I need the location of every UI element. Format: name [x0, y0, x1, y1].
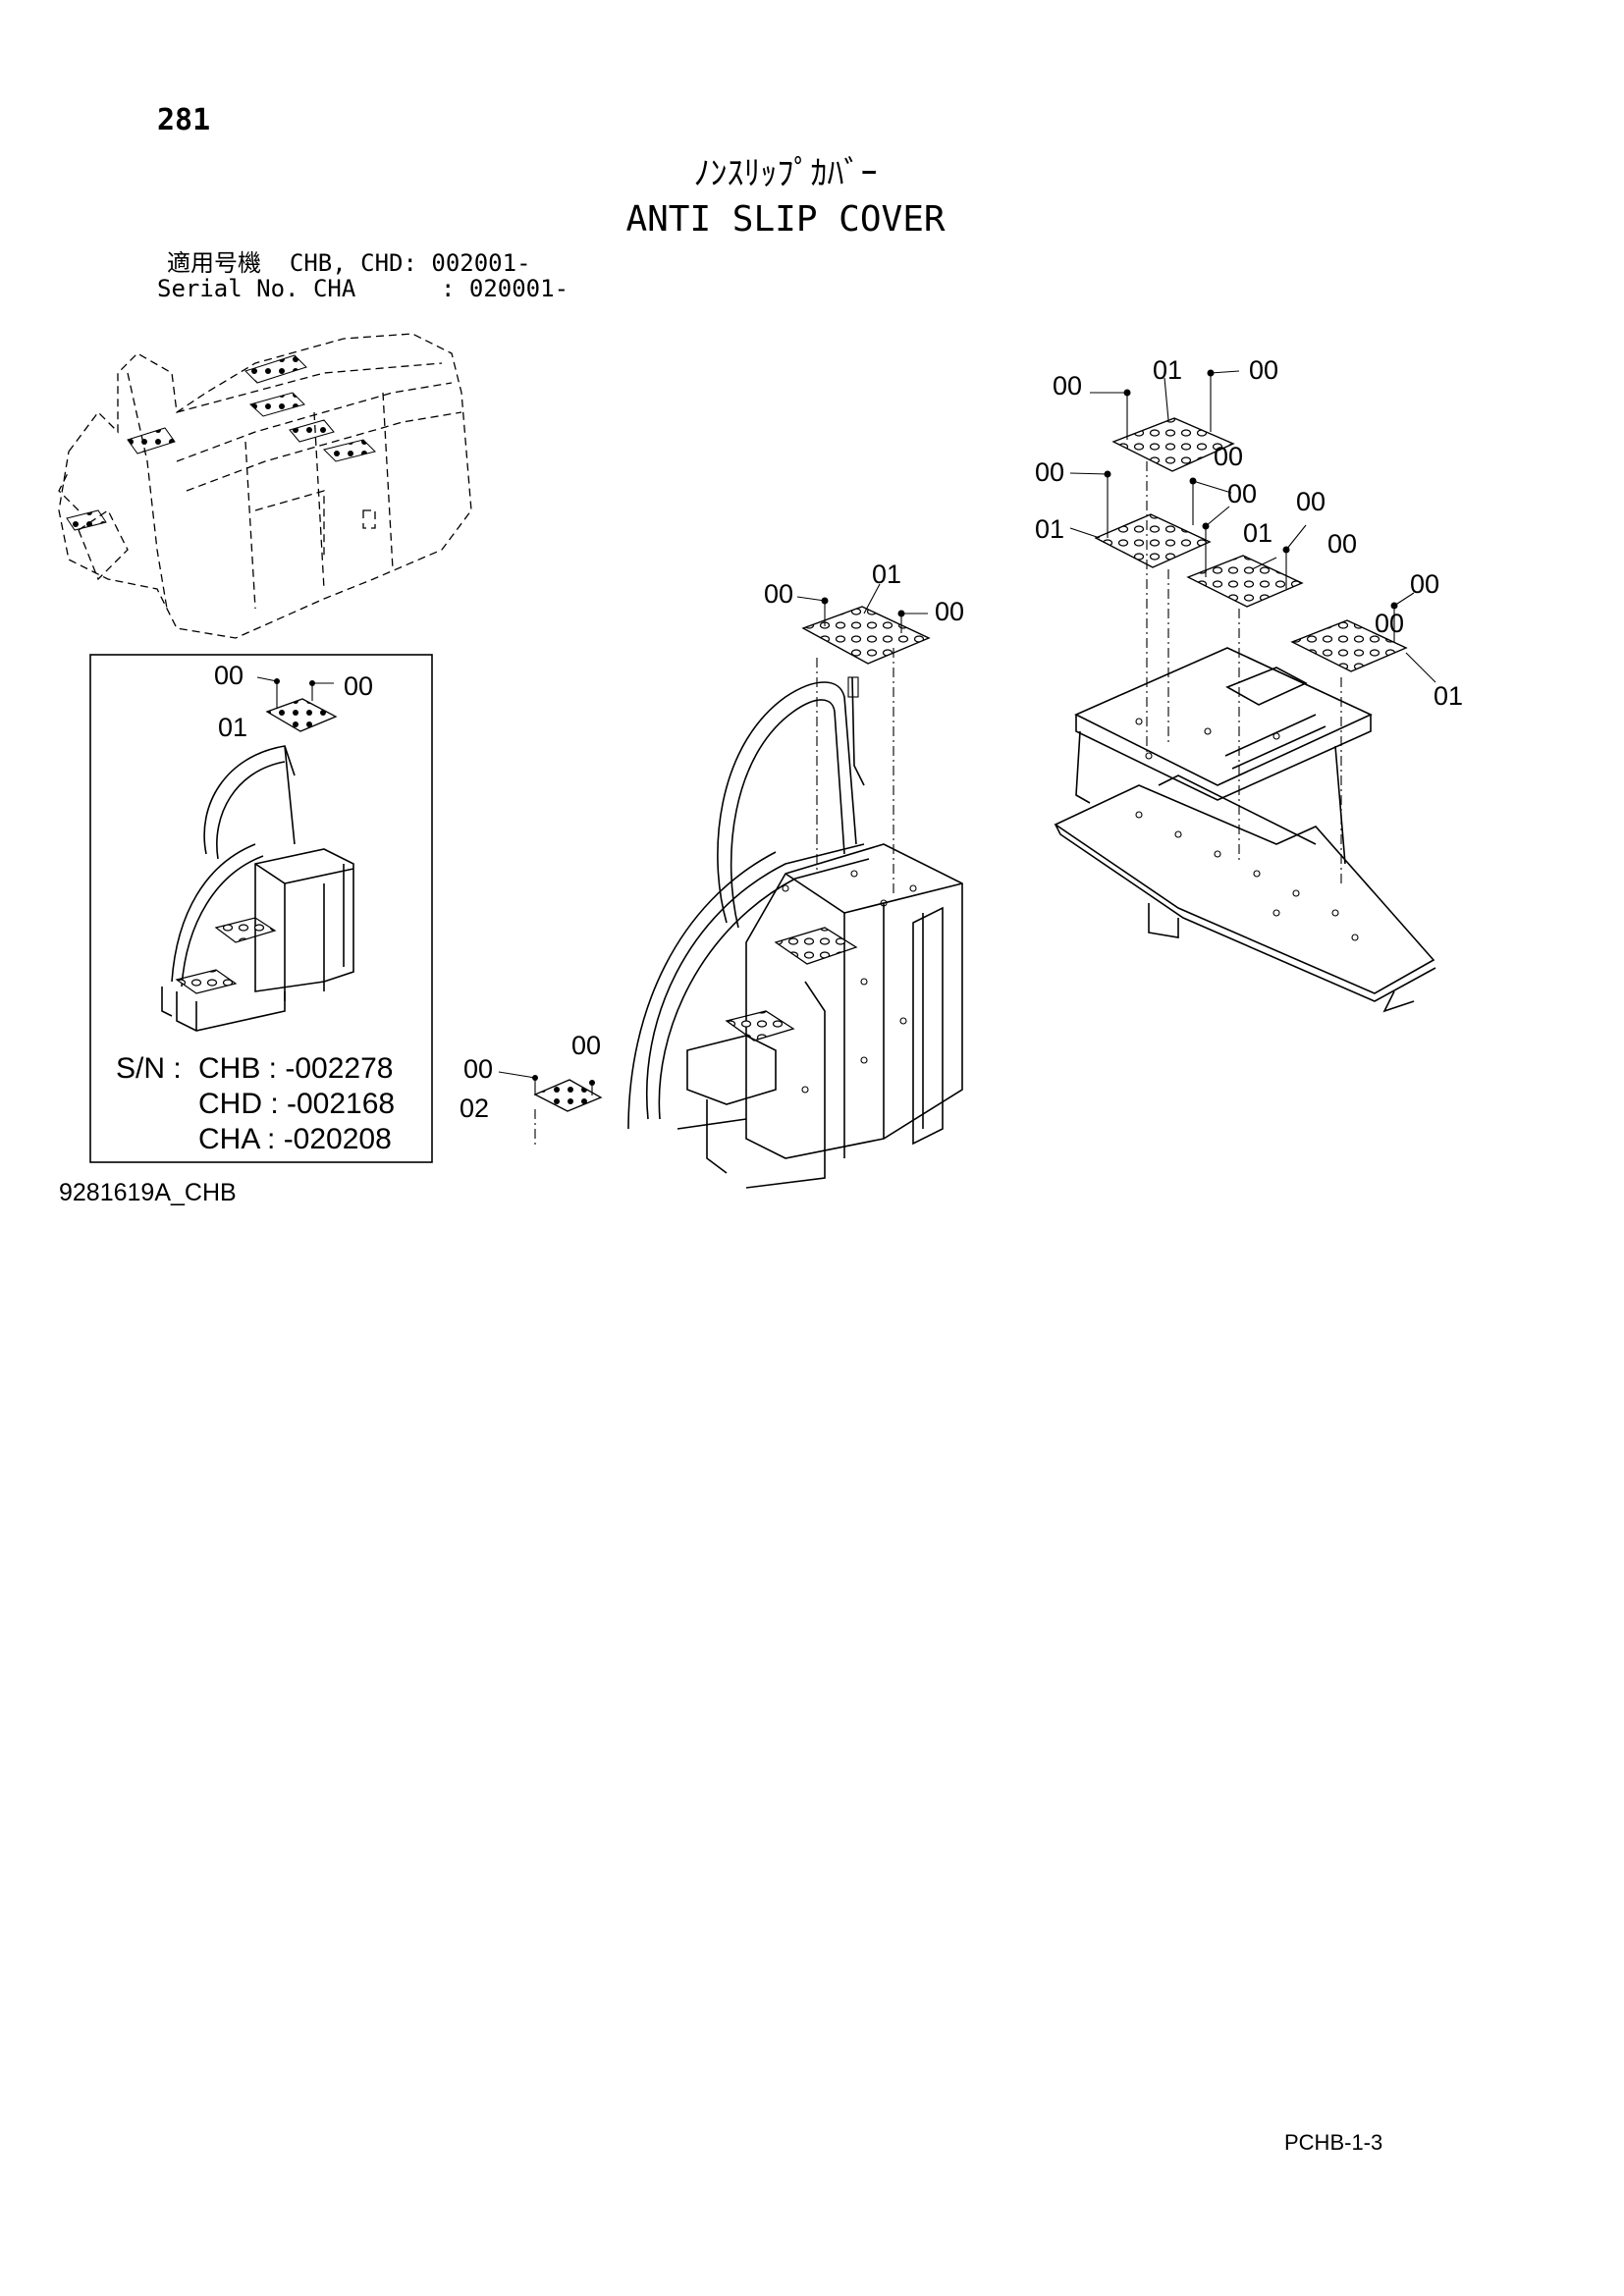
inset-sn-label: S/N :	[116, 1052, 182, 1085]
inset-sn-row-cha: CHA : -020208	[198, 1123, 392, 1155]
page-number: 281	[157, 103, 211, 137]
inset-sn-row-chd: CHD : -002168	[198, 1088, 396, 1120]
callout-middle-3: 00	[935, 597, 964, 626]
callout-right-5: 00	[1214, 442, 1243, 471]
callout-right-3: 00	[1249, 355, 1278, 385]
callout-middle-1: 00	[764, 579, 793, 609]
inset-box	[89, 654, 433, 1163]
callout-right-6: 00	[1227, 479, 1257, 508]
callout-middle-2: 01	[872, 560, 901, 589]
callout-right-10: 00	[1327, 529, 1357, 559]
callout-right-7: 00	[1296, 487, 1326, 516]
callout-right-13: 01	[1434, 681, 1463, 711]
serial-line-2: Serial No. CHA : 020001-	[157, 275, 569, 302]
callout-right-8: 01	[1035, 514, 1064, 544]
callout-right-4: 00	[1035, 457, 1064, 487]
inset-sn-row-chb: CHB : -002278	[198, 1052, 394, 1085]
callout-lower-2: 00	[571, 1031, 601, 1060]
callout-inset-3: 01	[218, 713, 247, 742]
callout-right-1: 00	[1053, 371, 1082, 400]
callout-right-2: 01	[1153, 355, 1182, 385]
title-english: ANTI SLIP COVER	[625, 199, 946, 240]
callout-inset-1: 00	[214, 661, 244, 690]
floor-assembly-drawing	[1054, 369, 1436, 1013]
serial-line-1: 適用号機 CHB, CHD: 002001-	[167, 249, 531, 277]
page-code: PCHB-1-3	[1284, 2130, 1383, 2155]
machine-overview-drawing	[58, 333, 472, 639]
callout-right-11: 00	[1410, 569, 1439, 599]
step-assembly-drawing	[498, 583, 963, 1189]
callout-lower-1: 00	[463, 1054, 493, 1084]
callout-lower-3: 02	[460, 1094, 489, 1123]
callout-inset-2: 00	[344, 671, 373, 701]
callout-right-9: 01	[1243, 518, 1272, 548]
title-japanese: ﾉﾝｽﾘｯﾌﾟｶﾊﾞｰ	[693, 154, 878, 193]
callout-right-12: 00	[1375, 609, 1404, 638]
callout-labels: 00 01 00 00 00 00 00 01 01 00 00 00 01 0…	[214, 355, 1463, 1123]
drawing-id: 9281619A_CHB	[59, 1179, 237, 1206]
